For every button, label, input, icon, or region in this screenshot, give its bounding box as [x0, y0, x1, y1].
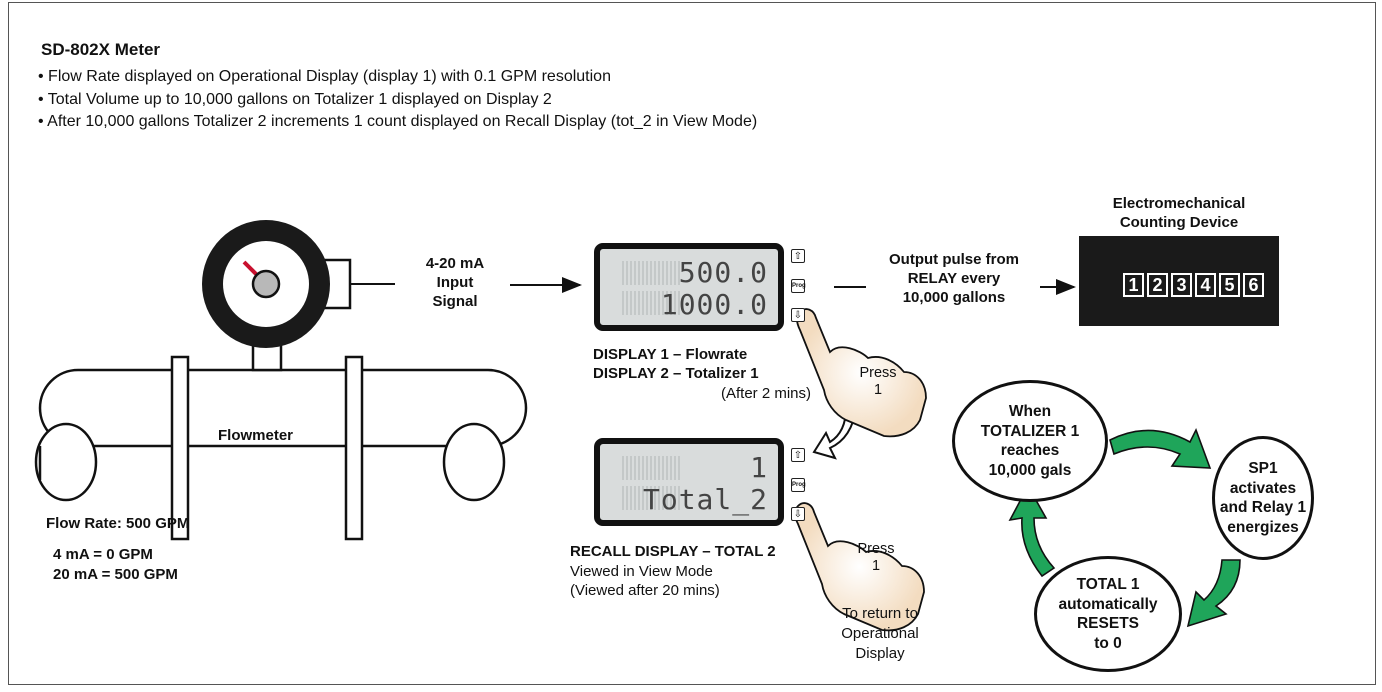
counter-digit: 2 [1147, 273, 1168, 297]
display-caption-3: (After 2 mins) [721, 385, 812, 402]
counter-digit: 6 [1243, 273, 1264, 297]
recall-caption-2: Viewed in View Mode [570, 563, 713, 580]
cycle-bubble-when: When TOTALIZER 1 reaches 10,000 gals [952, 380, 1108, 502]
press-label-bottom: Press 1 [857, 541, 895, 574]
display-2-value: 1000.0 [660, 288, 768, 321]
down-button[interactable]: ⇩ [791, 507, 805, 521]
cycle-bubble-reset: TOTAL 1 automatically RESETS to 0 [1034, 556, 1182, 672]
bullet-item: • After 10,000 gallons Totalizer 2 incre… [38, 113, 758, 130]
press-label-top: Press 1 [859, 365, 897, 398]
flowmeter-head [202, 220, 352, 372]
pipe [34, 368, 528, 502]
display-caption-2: DISPLAY 2 – Totalizer 1 [593, 365, 759, 382]
recall-caption-1: RECALL DISPLAY – TOTAL 2 [570, 543, 776, 560]
recall-line-1: 1 [750, 451, 768, 484]
flow-rate-label: Flow Rate: 500 GPM [46, 515, 190, 532]
cycle-bubble-sp1: SP1 activates and Relay 1 energizes [1212, 436, 1314, 560]
return-note: To return to Operational Display [841, 605, 919, 662]
display-caption-1: DISPLAY 1 – Flowrate [593, 346, 748, 363]
bullet-item: • Flow Rate displayed on Operational Dis… [38, 68, 611, 85]
counter-digit: 3 [1171, 273, 1192, 297]
feature-list: • Flow Rate displayed on Operational Dis… [38, 66, 757, 134]
counter-digit: 4 [1195, 273, 1216, 297]
scale-low-label: 4 mA = 0 GPM [53, 546, 153, 563]
input-signal-label: 4-20 mA Input Signal [425, 255, 485, 310]
up-button[interactable]: ⇧ [791, 249, 805, 263]
pipe-flanges [170, 355, 364, 541]
counter-title: Electromechanical Counting Device [1112, 195, 1246, 231]
operational-display: 500.0 1000.0 [594, 243, 784, 331]
up-button[interactable]: ⇧ [791, 448, 805, 462]
down-button[interactable]: ⇩ [791, 308, 805, 322]
recall-line-2: Total_2 [642, 483, 768, 516]
scale-high-label: 20 mA = 500 GPM [53, 566, 178, 583]
recall-caption-3: (Viewed after 20 mins) [570, 582, 720, 599]
bullet-item: • Total Volume up to 10,000 gallons on T… [38, 90, 552, 108]
counter-digit: 5 [1219, 273, 1240, 297]
display-1-value: 500.0 [678, 256, 768, 289]
cycle-arrows [1008, 427, 1241, 628]
pointing-hand-icon [794, 308, 927, 632]
counter-digits: 1 2 3 4 5 6 [1123, 273, 1264, 297]
prog-button[interactable]: Prog [791, 478, 806, 492]
prog-button[interactable]: Prog [791, 279, 806, 293]
output-pulse-label: Output pulse from RELAY every 10,000 gal… [889, 251, 1019, 306]
diagram-frame [8, 2, 1376, 685]
recall-display: 1 Total_2 [594, 438, 784, 526]
page-title: SD-802X Meter [41, 40, 161, 59]
electromechanical-counter: 1 2 3 4 5 6 [1079, 236, 1279, 326]
flowmeter-label: Flowmeter [218, 427, 294, 444]
counter-digit: 1 [1123, 273, 1144, 297]
